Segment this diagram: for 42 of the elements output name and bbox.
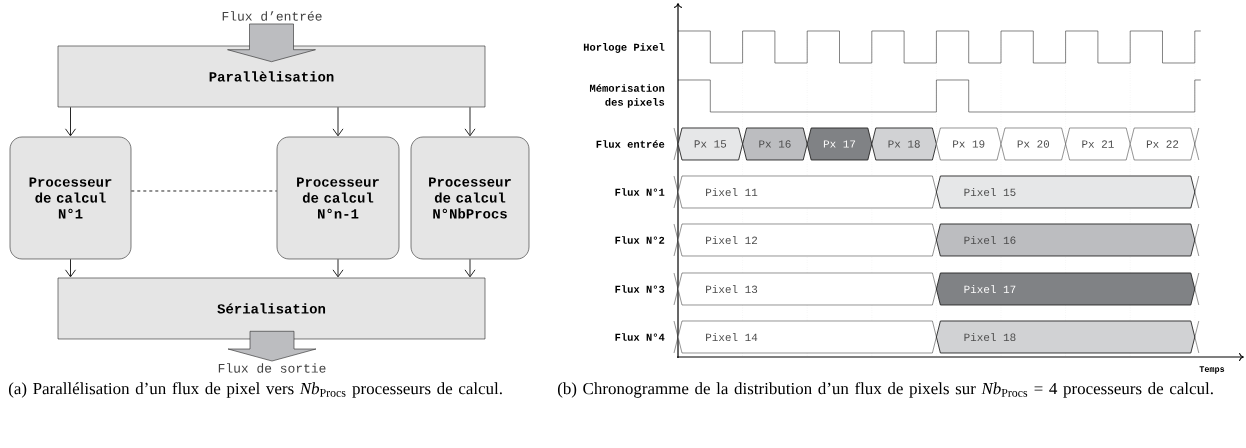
block-arrow <box>227 23 316 62</box>
arrow <box>332 258 344 278</box>
arrow <box>65 106 76 137</box>
arrow <box>464 106 476 137</box>
connector-line <box>130 190 278 192</box>
arrow <box>332 106 344 137</box>
processor-box: Processeur de calcul N°n-1 <box>276 136 400 260</box>
process-box: Sérialisation <box>57 277 486 340</box>
arrow <box>464 258 476 278</box>
block-arrow <box>227 331 317 362</box>
signal-label: Flux N°1 <box>615 188 665 196</box>
data-cell: Pixel 11 <box>673 175 937 209</box>
signal-label: Mémorisation des pixels <box>590 84 665 108</box>
data-cell: Px 22 <box>1129 127 1200 161</box>
data-cell: Pixel 17 <box>935 272 1200 306</box>
signal-label: Flux entrée <box>596 140 665 148</box>
axis-label: Temps <box>1199 366 1225 374</box>
data-cell: Pixel 13 <box>673 272 937 306</box>
data-cell: Px 18 <box>871 127 937 161</box>
data-cell: Px 19 <box>936 127 1002 161</box>
data-cell: Px 15 <box>673 127 744 161</box>
data-cell: Px 20 <box>1000 127 1066 161</box>
caption: (a) Parallélisation d’un flux de pixel vers Nb$_{Procs}$ processeurs de calcul. <box>8 382 502 398</box>
data-cell: Px 21 <box>1065 127 1131 161</box>
caption: (b) Chronogramme de la distribution d’un flux de pixels sur Nb$_{Procs}$ = 4 processeurs de calcul. <box>557 382 1213 398</box>
data-cell: Pixel 14 <box>673 320 937 354</box>
processor-box: Processeur de calcul N°NbProcs <box>410 136 530 260</box>
arrow <box>65 258 76 278</box>
process-box: Parallèlisation <box>57 45 486 108</box>
data-cell: Px 17 <box>806 127 873 161</box>
flow-label: Flux de sortie <box>218 363 326 373</box>
signal-label: Flux N°3 <box>615 285 665 293</box>
signal-label: Flux N°4 <box>615 333 665 341</box>
flow-label: Flux d’entrée <box>222 11 322 21</box>
data-cell: Pixel 18 <box>935 320 1200 354</box>
data-cell: Pixel 12 <box>673 223 937 257</box>
signal-label: Horloge Pixel <box>583 43 665 53</box>
signal-label: Flux N°2 <box>615 236 665 244</box>
processor-box: Processeur de calcul N°1 <box>9 136 132 260</box>
data-cell: Pixel 16 <box>935 223 1200 257</box>
data-cell: Pixel 15 <box>935 175 1200 209</box>
data-cell: Px 16 <box>742 127 808 161</box>
